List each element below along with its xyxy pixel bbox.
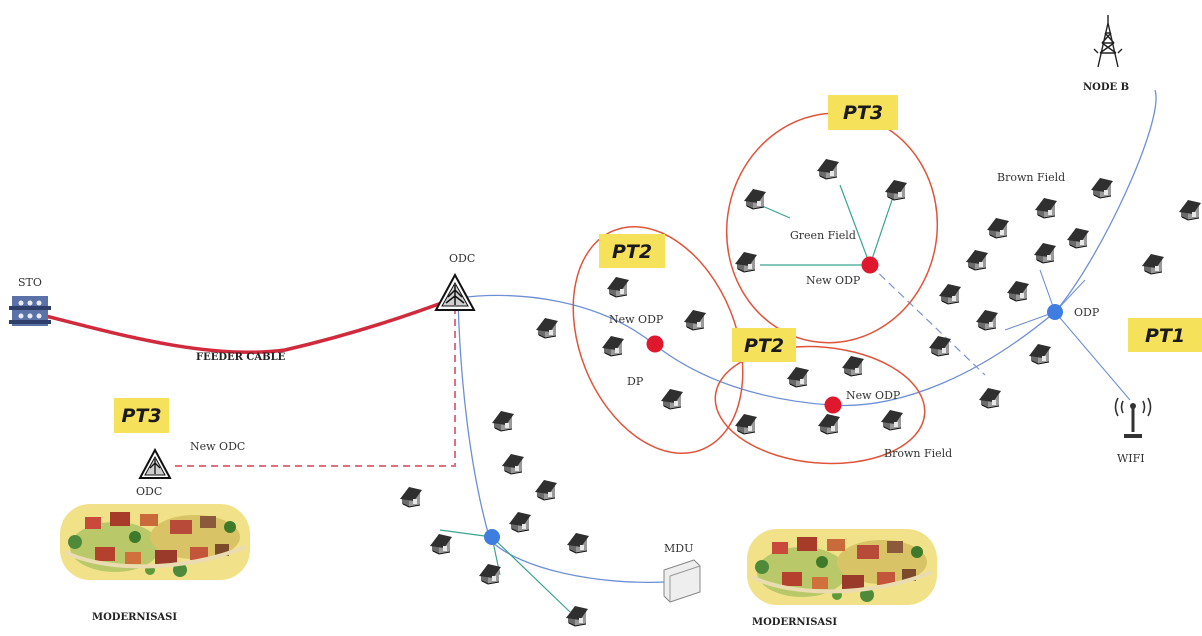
wifi-label: WIFI [1117,452,1145,465]
new-odp-dot-mid [824,396,842,414]
modernisasi-left-label: MODERNISASI [92,612,177,623]
new-odp-left-label: New ODP [609,313,664,326]
brown-field-bottom-label: Brown Field [884,447,952,460]
odc-icon-top [434,272,476,311]
pt3-left-label: PT3 [121,405,161,427]
pt1-label: PT1 [1145,325,1185,347]
pt3-left-badge: PT3 [114,398,169,433]
pt2-mid-badge: PT2 [732,328,796,362]
mdu-splitter-dot [484,529,500,545]
modernisasi-right-label: MODERNISASI [752,617,837,628]
pt2-left-label: PT2 [612,241,652,263]
node-b-tower-icon [1093,15,1123,68]
feeder-cable [37,296,456,354]
green-field-link [869,264,986,376]
new-odp-top-label: New ODP [806,274,861,287]
pt2-left-area [572,226,744,454]
new-odc-cable [175,300,456,467]
new-odp-dot-left [646,335,664,353]
pt3-top-label: PT3 [843,102,883,124]
odc-top-label: ODC [449,252,475,265]
sto-label: STO [18,276,42,289]
pt2-mid-area [714,345,926,465]
dp-label: DP [627,375,644,388]
odc-icon-bottom [138,447,172,479]
pt3-top-area [725,112,939,344]
pt3-top-badge: PT3 [828,95,898,130]
feeder-cable-label: FEEDER CABLE [196,352,286,363]
odp-dot [1047,304,1063,320]
drop-lines-green-field [759,184,894,266]
odc-bottom-label: ODC [136,485,162,498]
pt2-mid-label: PT2 [744,335,784,357]
mdu-icon [663,559,701,603]
mdu-label: MDU [664,542,693,555]
sto-icon [9,296,51,326]
green-field-label: Green Field [790,229,856,242]
pt2-left-badge: PT2 [599,234,665,268]
modernisasi-right-town-image [745,527,939,607]
wifi-icon [1114,397,1152,438]
drop-lines-mdu [439,529,571,613]
odp-label: ODP [1074,306,1100,319]
new-odc-label: New ODC [190,440,245,453]
node-b-label: NODE B [1083,82,1129,93]
new-odp-mid-label: New ODP [846,389,901,402]
new-odp-dot-top [861,256,879,274]
brown-field-top-label: Brown Field [997,171,1065,184]
pt1-badge: PT1 [1128,318,1202,352]
modernisasi-left-town-image [58,502,252,582]
